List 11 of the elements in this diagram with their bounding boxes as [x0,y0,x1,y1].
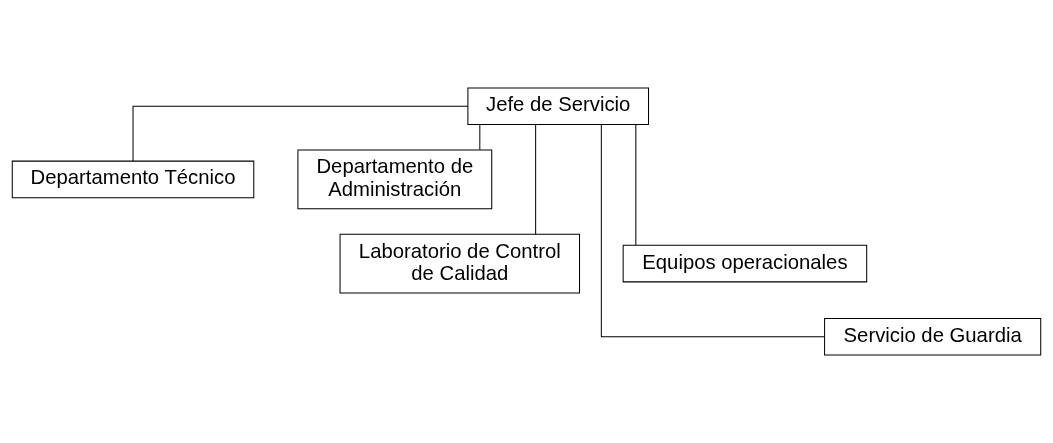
node-box: Departamento Técnico [11,160,255,199]
node-box: Laboratorio de Control de Calidad [339,233,581,294]
node-box: Servicio de Guardia [824,317,1042,356]
connector [479,124,481,151]
connector [132,105,469,162]
node-box: Jefe de Servicio [467,87,650,126]
connector [600,124,825,338]
connector [535,124,537,235]
node-box: Equipos operacionales [622,244,868,283]
node-box: Departamento de Administración [297,149,493,210]
connector [635,124,637,246]
